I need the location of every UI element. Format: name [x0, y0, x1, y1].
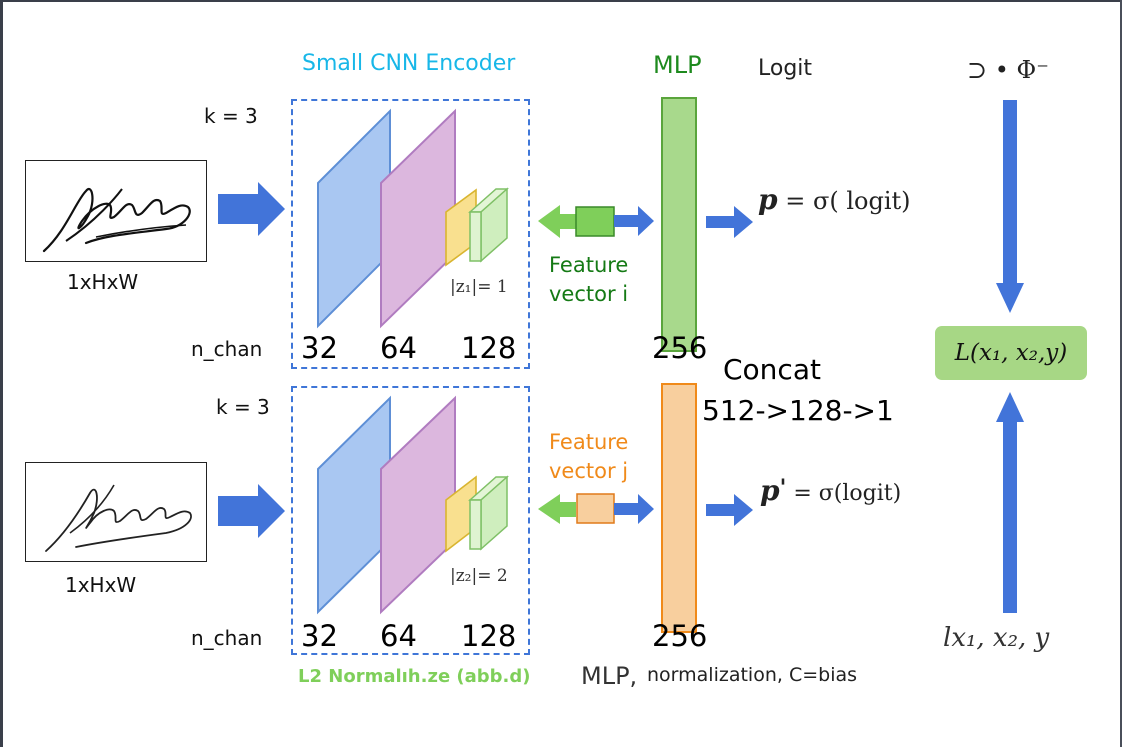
- norm-label-top: |z₁|= 1: [450, 277, 508, 297]
- right-arrow-input-top: [218, 182, 285, 236]
- kernel-label-top: k = 3: [204, 104, 258, 128]
- channel-64-top: 64: [380, 331, 417, 365]
- p-symbol: p: [758, 183, 778, 216]
- encoder-box-bottom: [291, 386, 530, 655]
- input-dims-bottom: 1xHxW: [65, 573, 137, 597]
- feature-vector-j-label-line1: Feature: [549, 430, 629, 454]
- encoder-title: Small CNN Encoder: [302, 51, 516, 76]
- mlp-size-bottom: 256: [652, 619, 708, 653]
- loss-inputs: lx₁, x₂, y: [943, 623, 1050, 653]
- n-chan-label-top: n_chan: [191, 337, 263, 361]
- conv-layer-32-top: [317, 108, 391, 329]
- right-arrow-p-prime: [706, 494, 753, 526]
- channel-128-top: 128: [461, 331, 517, 365]
- concat-label: Concat: [723, 353, 821, 386]
- window-frame-top: [0, 0, 1122, 2]
- signature-image-top: [25, 160, 207, 262]
- loss-top-symbol: ⊃ • Φ⁻: [967, 56, 1049, 84]
- feature-vector-j-label-line2: vector j: [549, 459, 629, 483]
- down-arrow-loss: [996, 100, 1024, 313]
- feature-vector-i-label-line2: vector i: [549, 282, 629, 306]
- conv-layer-32-bottom: [317, 395, 391, 615]
- signature-image-top-icon: [42, 188, 191, 253]
- mlp-bar-top: [661, 97, 697, 352]
- left-arrow-feature-j: [538, 494, 576, 524]
- channel-32-bottom: 32: [301, 619, 338, 653]
- right-arrow-input-bottom: [218, 484, 285, 538]
- right-arrow-feature-j: [614, 494, 654, 524]
- concat-dims: 512->128->1: [702, 394, 894, 427]
- mlp-footer-a: MLP,: [581, 662, 638, 690]
- n-chan-label-bottom: n_chan: [191, 626, 263, 650]
- p-prime-formula: p' = σ(logit): [760, 477, 901, 505]
- p-formula: p = σ( logit): [758, 186, 911, 214]
- channel-32-top: 32: [301, 331, 338, 365]
- input-dims-top: 1xHxW: [67, 270, 139, 294]
- conv-layer-64-bottom: [380, 395, 456, 615]
- mlp-title: MLP: [653, 51, 702, 79]
- p-prime-rest: = σ(logit): [793, 481, 902, 506]
- left-arrow-feature-i: [538, 205, 576, 238]
- channel-128-bottom: 128: [461, 619, 517, 653]
- encoder-box-top: [291, 99, 530, 369]
- right-arrow-feature-i: [614, 206, 654, 236]
- feature-cube-top: [468, 187, 509, 263]
- mlp-size-top: 256: [652, 331, 708, 365]
- signature-image-bottom-icon: [45, 484, 192, 552]
- kernel-label-bottom: k = 3: [216, 395, 270, 419]
- mlp-bar-bottom: [661, 383, 697, 633]
- norm-label-bottom: |z₂|= 2: [450, 566, 508, 586]
- feature-vector-i-box: [575, 206, 615, 237]
- logit-label: Logit: [758, 56, 813, 81]
- channel-64-bottom: 64: [380, 619, 417, 653]
- p-prime-symbol: p: [760, 474, 780, 507]
- loss-function-box: L(x₁, x₂,y): [935, 326, 1087, 380]
- window-frame-left: [0, 0, 3, 747]
- p-rest: = σ( logit): [785, 187, 911, 215]
- encoder-footer: L2 Normalıh.ze (abb.d): [298, 666, 531, 687]
- p-prime-mark: ': [779, 475, 787, 501]
- feature-cube-bottom: [468, 475, 509, 551]
- signature-image-bottom: [25, 462, 207, 562]
- conv-layer-64-top: [380, 108, 456, 329]
- feature-vector-j-box: [576, 493, 615, 524]
- right-arrow-p: [706, 206, 753, 238]
- window-frame-right: [1120, 0, 1122, 747]
- up-arrow-loss: [996, 392, 1024, 613]
- feature-vector-i-label-line1: Feature: [549, 253, 629, 277]
- mlp-footer-b: normalization, C=bias: [647, 664, 858, 686]
